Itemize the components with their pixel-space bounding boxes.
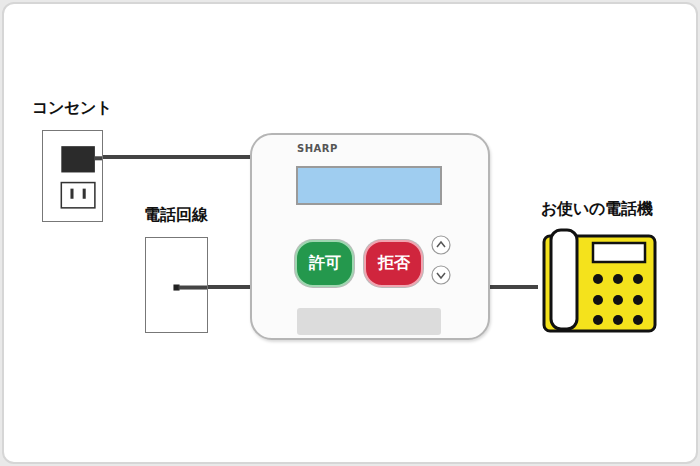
key xyxy=(593,295,603,305)
part-heading: お使いの電話機 xyxy=(541,199,653,220)
part-heading: 電話回線 xyxy=(144,205,208,226)
key xyxy=(593,315,603,325)
key xyxy=(613,274,623,284)
key xyxy=(633,274,643,284)
card-slot xyxy=(297,308,441,335)
allow-button: 許可 xyxy=(295,240,354,287)
cable xyxy=(490,285,538,289)
phone-line-jack: 電話回線 xyxy=(145,237,208,333)
device-drawing xyxy=(252,135,488,338)
down-chevron xyxy=(437,273,445,278)
button-label: 許可 xyxy=(309,253,341,274)
button-label: 拒否 xyxy=(378,253,410,274)
up-chevron xyxy=(437,242,445,247)
line-cord xyxy=(179,286,207,290)
phone-display xyxy=(593,243,645,262)
key xyxy=(633,295,643,305)
telephone-drawing xyxy=(538,228,658,334)
lcd-screen xyxy=(297,167,441,204)
socket-slot xyxy=(83,189,86,199)
plug xyxy=(61,146,95,172)
jack-drawing xyxy=(146,238,207,332)
cable xyxy=(103,155,250,159)
cable xyxy=(208,285,250,289)
socket-slot xyxy=(70,189,73,199)
handset xyxy=(551,230,577,329)
key xyxy=(633,315,643,325)
reject-button: 拒否 xyxy=(364,240,423,287)
outlet-drawing xyxy=(43,131,102,221)
plug-cord xyxy=(95,156,102,160)
telephone: お使いの電話機 xyxy=(538,228,658,334)
power-outlet: コンセント xyxy=(42,130,103,222)
key xyxy=(593,274,603,284)
key xyxy=(613,295,623,305)
call-blocker-device: SHARP 許可 拒否 xyxy=(250,133,490,340)
up-button xyxy=(432,236,450,254)
down-button xyxy=(432,266,450,284)
socket xyxy=(61,183,95,208)
part-heading: コンセント xyxy=(32,98,112,119)
key xyxy=(613,315,623,325)
brand-logo: SHARP xyxy=(297,143,338,154)
